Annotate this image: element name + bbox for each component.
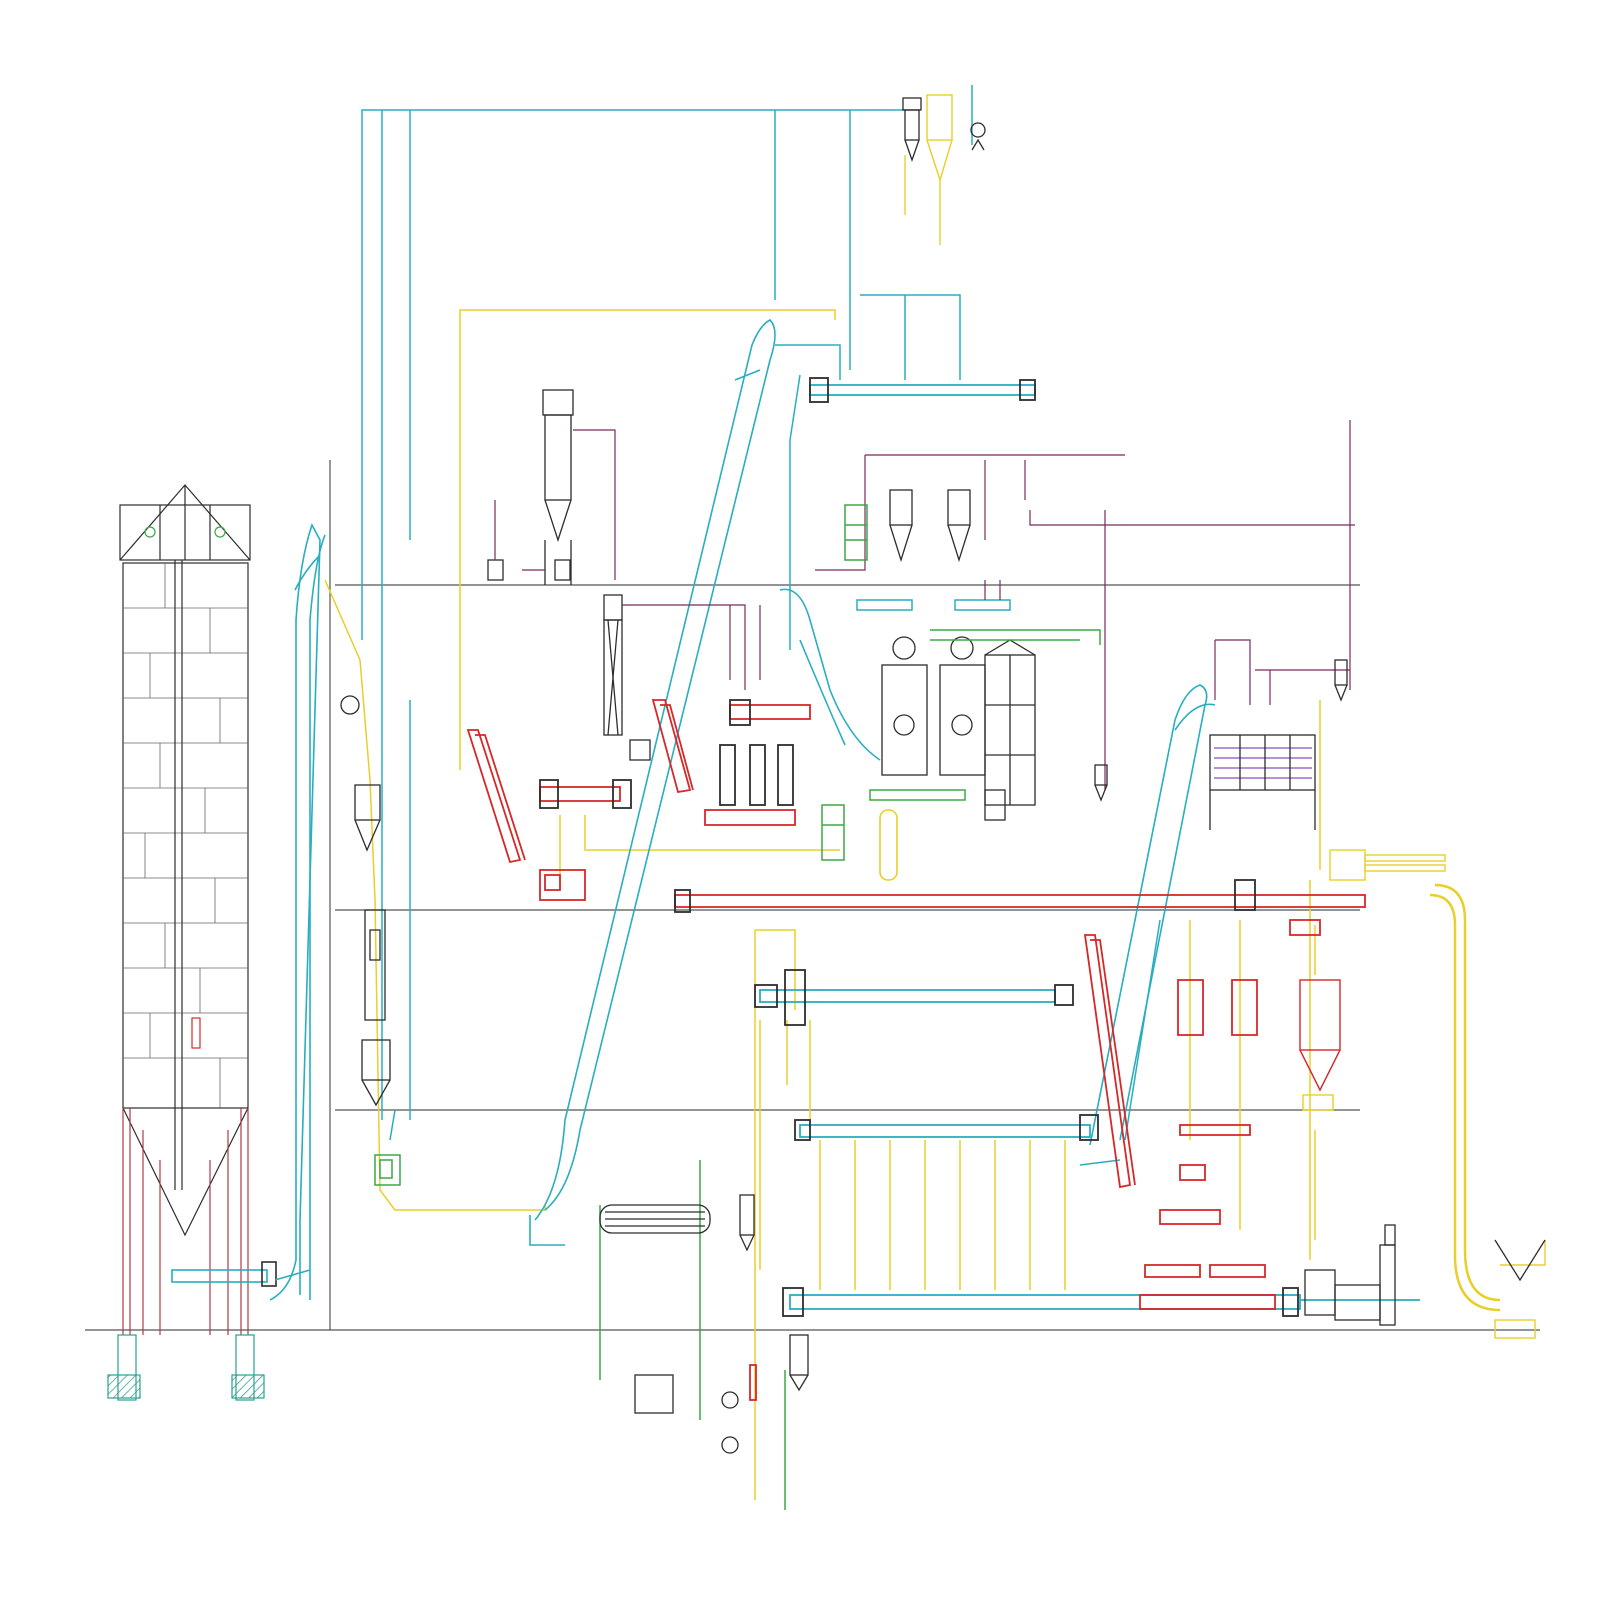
bucket-elevator-4 <box>779 588 881 761</box>
screw-conveyor-mid <box>754 969 1074 1026</box>
flow-lines-cyan <box>361 85 1161 1141</box>
cyan-scales <box>856 599 1011 611</box>
scale-hopper <box>340 695 391 1107</box>
flow-lines-yellow <box>324 309 1321 1500</box>
cyclone-top <box>902 97 986 162</box>
red-conditioner <box>704 699 811 826</box>
red-long-conveyor <box>674 879 1366 913</box>
screw-conveyor-top <box>809 377 1036 403</box>
dryer-right <box>1299 979 1341 1092</box>
yellow-chute <box>1429 883 1501 1312</box>
cyclone-right <box>1094 659 1348 802</box>
red-expellers <box>749 919 1321 1401</box>
heat-exchanger <box>599 1194 809 1454</box>
yellow-settling-tank <box>879 809 898 881</box>
floor-lines <box>85 460 1540 1331</box>
purple-lines <box>494 420 1355 790</box>
bucket-elevator-3 <box>1079 684 1216 1166</box>
storage-silo <box>107 484 265 1401</box>
bucket-elevator-2 <box>529 319 776 1246</box>
screw-conveyor-lower <box>794 1114 1099 1141</box>
filter-press <box>1209 734 1316 830</box>
bucket-elevator-1 <box>269 522 326 1301</box>
crusher-bottom-right <box>1304 1224 1546 1326</box>
dryer-column <box>487 389 651 761</box>
green-equipment <box>599 504 1101 1510</box>
yellow-bins <box>1302 849 1546 1339</box>
screw-conveyor-bottom <box>782 1287 1420 1317</box>
yellow-filter-top <box>904 94 953 245</box>
red-crushers <box>466 699 1136 1189</box>
expeller-press <box>881 489 1036 821</box>
screw-conveyor-silo <box>171 1261 311 1287</box>
pump-green-left <box>374 1154 401 1186</box>
